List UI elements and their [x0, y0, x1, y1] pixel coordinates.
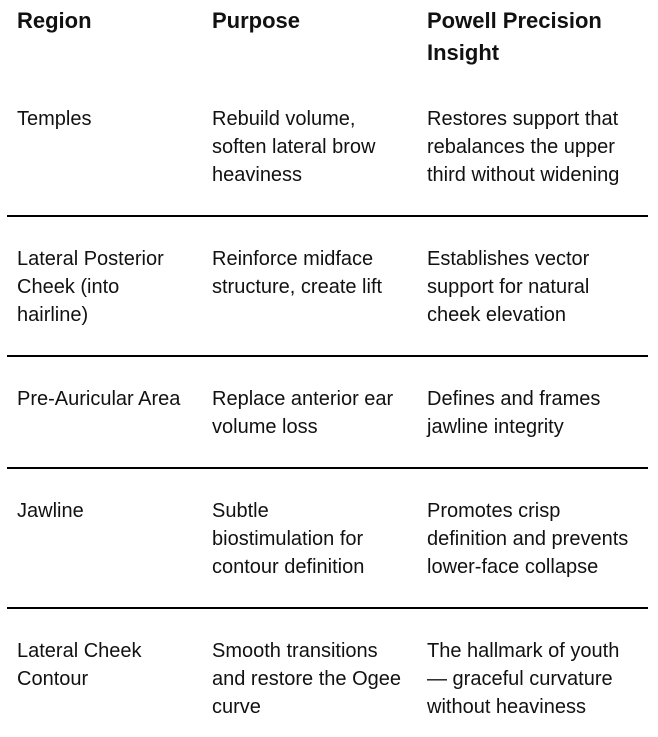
- table-row-pre-auricular-area: Pre-Auricular Area Replace anterior ear …: [7, 355, 648, 467]
- table-row-temples: Temples Rebuild volume, soften lateral b…: [7, 77, 648, 215]
- cell-insight: The hallmark of youth — graceful curvatu…: [427, 640, 620, 718]
- cell-purpose: Rebuild volume, soften lateral brow heav…: [212, 108, 376, 186]
- cell-insight: Restores support that rebalances the upp…: [427, 108, 620, 186]
- cell-region: Temples: [17, 108, 92, 130]
- treatment-regions-table: Region Purpose Powell Precision Insight …: [7, 0, 648, 737]
- table-row-jawline: Jawline Subtle biostimulation for contou…: [7, 467, 648, 607]
- table-row-lateral-posterior-cheek: Lateral Posterior Cheek (into hairline) …: [7, 215, 648, 355]
- table-row-lateral-cheek-contour: Lateral Cheek Contour Smooth transitions…: [7, 607, 648, 737]
- cell-region: Lateral Cheek Contour: [17, 640, 142, 690]
- cell-insight: Establishes vector support for natural c…: [427, 248, 590, 326]
- cell-region: Pre-Auricular Area: [17, 388, 181, 410]
- cell-region: Lateral Posterior Cheek (into hairline): [17, 248, 164, 326]
- cell-insight: Defines and frames jawline integrity: [427, 388, 601, 438]
- cell-region: Jawline: [17, 500, 84, 522]
- cell-purpose: Subtle biostimulation for contour defini…: [212, 500, 365, 578]
- table-header-row: Region Purpose Powell Precision Insight: [7, 0, 648, 77]
- cell-insight: Promotes crisp definition and prevents l…: [427, 500, 629, 578]
- column-header-powell-precision-insight: Powell Precision Insight: [427, 8, 602, 65]
- cell-purpose: Smooth transitions and restore the Ogee …: [212, 640, 402, 718]
- cell-purpose: Replace anterior ear volume loss: [212, 388, 394, 438]
- column-header-purpose: Purpose: [212, 8, 301, 33]
- cell-purpose: Reinforce midface structure, create lift: [212, 248, 383, 298]
- column-header-region: Region: [17, 8, 92, 33]
